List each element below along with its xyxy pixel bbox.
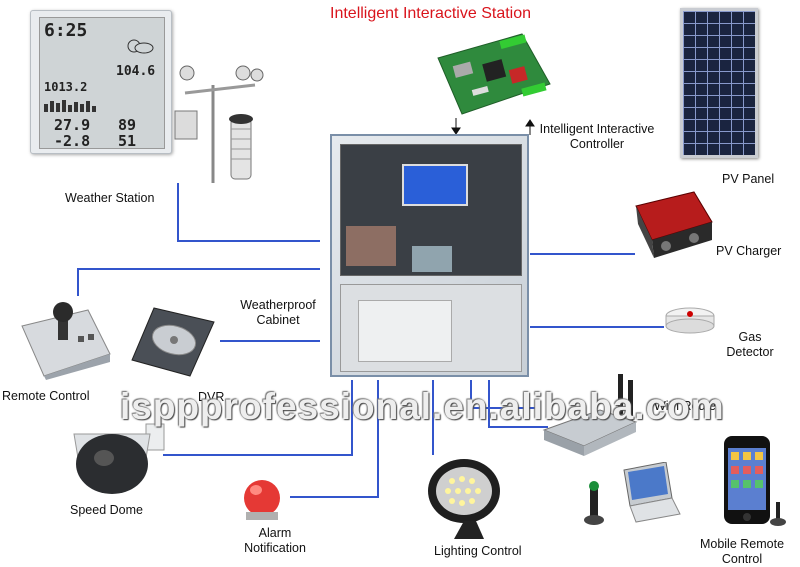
smartphone-icon [724, 436, 786, 526]
label-weather-station: Weather Station [65, 191, 155, 205]
weather-temp-in: -2.8 [54, 132, 91, 150]
speed-dome-camera-icon [73, 423, 165, 494]
alarm-siren-icon [244, 480, 280, 520]
weather-time: 6:25 [44, 20, 88, 41]
label-wifi-router: WiFi Router [654, 399, 720, 413]
controller-board-icon [437, 33, 551, 115]
cabinet-lcd-screen [402, 164, 468, 206]
weather-sensor-mast-icon [174, 65, 264, 183]
wifi-router-icon [542, 374, 638, 456]
weather-dew: 51 [118, 132, 137, 150]
label-controller: Intelligent Interactive Controller [539, 122, 655, 151]
weatherproof-cabinet [330, 134, 529, 377]
wire-speed-dome [163, 380, 353, 456]
weather-rain: 104.6 [116, 64, 156, 79]
label-pv-charger: PV Charger [716, 244, 782, 258]
weather-station-display: 6:25 1013.2 104.6 27.9 89 -2.8 51 [30, 10, 172, 154]
pv-panel-icon [680, 8, 758, 158]
label-alarm-notification: Alarm Notification [244, 526, 306, 555]
label-lighting-control: Lighting Control [434, 544, 522, 558]
laptop-icon [584, 462, 681, 525]
wire-router [470, 380, 540, 409]
label-gas-detector: Gas Detector [726, 330, 774, 359]
label-pv-panel: PV Panel [722, 172, 775, 186]
bar-graph [44, 98, 104, 112]
diagram-title: Intelligent Interactive Station [330, 5, 532, 22]
label-speed-dome: Speed Dome [70, 503, 143, 517]
label-dvr: DVR [198, 390, 225, 404]
weather-pressure: 1013.2 [44, 80, 88, 94]
wire-mobile-wifi [488, 380, 548, 428]
dvr-harddisk-icon [131, 307, 215, 377]
led-floodlight-icon [428, 459, 500, 539]
joystick-remote-icon [21, 302, 111, 380]
wire-weather-station [177, 183, 320, 242]
pv-charger-icon [635, 191, 713, 258]
label-remote-control: Remote Control [2, 389, 90, 403]
label-mobile-remote-control: Mobile Remote Control [699, 537, 785, 566]
label-weatherproof-cabinet: Weatherproof Cabinet [240, 298, 316, 327]
weather-humidity: 89 [118, 116, 137, 134]
wire-alarm [290, 380, 379, 498]
sun-cloud-icon [124, 38, 154, 54]
gas-detector-icon [665, 307, 715, 334]
watermark-text: isppprofessional.en.alibaba.com [120, 386, 725, 427]
wire-remote-control [77, 268, 320, 296]
weather-temp-out: 27.9 [54, 116, 91, 134]
